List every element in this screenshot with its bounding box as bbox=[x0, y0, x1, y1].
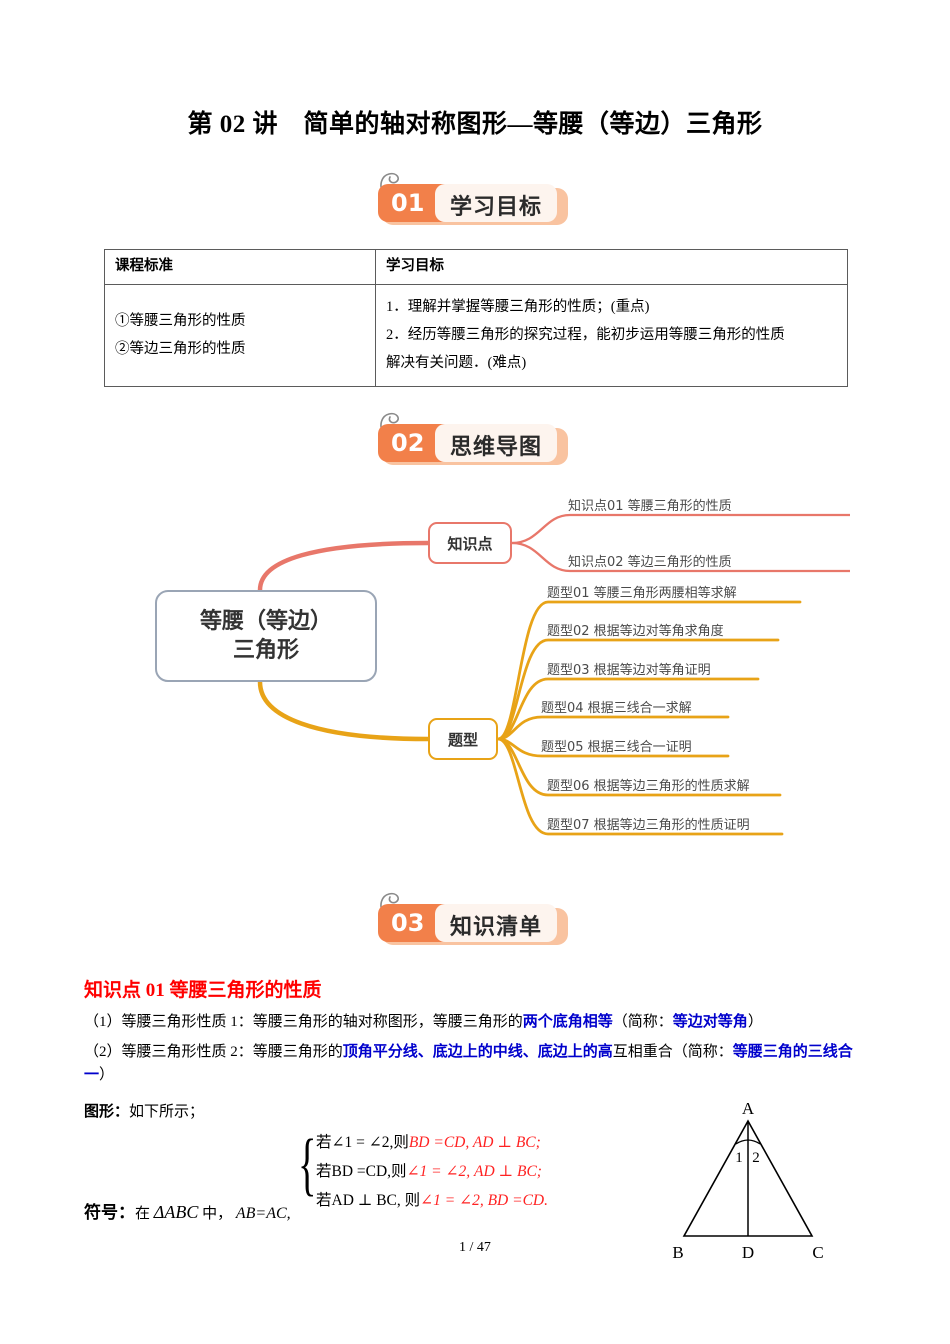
symbol-label-line: 符号：在 ΔABC 中， AB=AC, bbox=[84, 1199, 291, 1227]
label-vertex-a: A bbox=[742, 1099, 755, 1118]
section-badge-02: 02 思维导图 bbox=[378, 412, 572, 465]
central-label-line1: 等腰（等边） bbox=[199, 608, 332, 634]
badge-inner-pill bbox=[435, 904, 557, 942]
symbol-triangle: ΔABC bbox=[153, 1202, 199, 1222]
badge-inner-pill bbox=[435, 424, 557, 462]
formula-condition: 若∠1 = ∠2,则 bbox=[316, 1134, 409, 1151]
goal-line: 1．理解并掌握等腰三角形的性质；(重点) bbox=[386, 298, 650, 315]
formula-rows: 若∠1 = ∠2,则BD =CD, AD ⊥ BC; 若BD =CD,则∠1 =… bbox=[316, 1128, 548, 1215]
section-label: 学习目标 bbox=[449, 195, 542, 220]
formula-row: 若BD =CD,则∠1 = ∠2, AD ⊥ BC; bbox=[316, 1157, 548, 1186]
learning-goals-table: 课程标准 学习目标 ①等腰三角形的性质 ②等边三角形的性质 1．理解并掌握等腰三… bbox=[104, 249, 848, 387]
central-label-line2: 三角形 bbox=[232, 638, 299, 663]
property2-middle: 互相重合（简称： bbox=[612, 1044, 733, 1060]
formula-result: ∠1 = ∠2, AD ⊥ BC; bbox=[406, 1163, 542, 1180]
symbol-label: 符号： bbox=[84, 1203, 135, 1222]
formula-condition: 若BD =CD,则 bbox=[316, 1163, 407, 1180]
knowledge-property-1: （1）等腰三角形性质 1：等腰三角形的轴对称图形，等腰三角形的两个底角相等（简称… bbox=[84, 1011, 874, 1034]
mindmap-leaf: 题型03 根据等边对等角证明 bbox=[547, 663, 711, 678]
section-number: 02 bbox=[391, 429, 425, 457]
property1-highlight-1: 两个底角相等 bbox=[522, 1014, 613, 1030]
symbol-text-a: 在 bbox=[135, 1206, 151, 1222]
mindmap-leaf: 题型04 根据三线合一求解 bbox=[541, 701, 692, 716]
property2-prefix: （2）等腰三角形性质 2：等腰三角形的 bbox=[84, 1044, 343, 1060]
property1-highlight-2: 等边对等角 bbox=[672, 1014, 748, 1030]
section-label: 知识清单 bbox=[449, 915, 542, 940]
mindmap: 等腰（等边） 三角形 知识点 题型 知识点01 等腰三角形的性质 知识点02 等… bbox=[110, 485, 850, 880]
label-angle-1: 1 bbox=[735, 1150, 743, 1166]
table-header-standard: 课程标准 bbox=[104, 249, 376, 285]
mindmap-branch-problem-types: 题型 bbox=[428, 718, 498, 760]
mindmap-leaf: 题型05 根据三线合一证明 bbox=[541, 740, 692, 755]
mindmap-central-node: 等腰（等边） 三角形 bbox=[155, 590, 377, 682]
property1-suffix: ） bbox=[747, 1014, 763, 1030]
label-vertex-b: B bbox=[672, 1243, 683, 1262]
figure-label: 图形： bbox=[84, 1104, 130, 1120]
goal-line: 解决有关问题．(难点) bbox=[386, 355, 527, 372]
standard-line: ②等边三角形的性质 bbox=[115, 341, 246, 358]
page-title: 第 02 讲 简单的轴对称图形—等腰（等边）三角形 bbox=[187, 111, 763, 138]
knowledge-heading: 知识点 01 等腰三角形的性质 bbox=[84, 980, 322, 1001]
section-label: 思维导图 bbox=[449, 435, 542, 460]
table-header-goal: 学习目标 bbox=[375, 249, 848, 285]
goal-line: 2．经历等腰三角形的探究过程，能初步运用等腰三角形的性质 bbox=[386, 327, 785, 344]
mindmap-branch-knowledge: 知识点 bbox=[428, 522, 512, 564]
section-number: 03 bbox=[391, 909, 425, 937]
badge-inner-pill bbox=[435, 184, 557, 222]
symbol-text-b: 中， bbox=[202, 1206, 233, 1222]
label-vertex-c: C bbox=[812, 1243, 823, 1262]
mindmap-leaf: 题型01 等腰三角形两腰相等求解 bbox=[547, 586, 737, 601]
formula-result: BD =CD, AD ⊥ BC; bbox=[408, 1134, 541, 1151]
page-footer: 1 / 47 bbox=[459, 1240, 491, 1255]
triangle-diagram: A B D C 1 2 bbox=[672, 1099, 823, 1262]
knowledge-property-2: （2）等腰三角形性质 2：等腰三角形的顶角平分线、底边上的中线、底边上的高互相重… bbox=[84, 1041, 874, 1088]
mindmap-leaf: 题型06 根据等边三角形的性质求解 bbox=[547, 779, 750, 794]
property1-prefix: （1）等腰三角形性质 1：等腰三角形的轴对称图形，等腰三角形的 bbox=[84, 1014, 523, 1030]
table-cell-standard: ①等腰三角形的性质 ②等边三角形的性质 bbox=[104, 283, 376, 387]
mindmap-leaf: 知识点01 等腰三角形的性质 bbox=[568, 499, 732, 514]
figure-text: 如下所示； bbox=[129, 1104, 205, 1120]
section-badge-03: 03 知识清单 bbox=[378, 892, 572, 945]
property2-suffix: ） bbox=[99, 1067, 115, 1084]
section-badge-01: 01 学习目标 bbox=[378, 172, 572, 225]
table-row: ①等腰三角形的性质 ②等边三角形的性质 1．理解并掌握等腰三角形的性质；(重点)… bbox=[104, 283, 848, 387]
mindmap-connectors bbox=[257, 513, 850, 836]
label-vertex-d: D bbox=[742, 1243, 754, 1262]
mindmap-leaf: 题型02 根据等边对等角求角度 bbox=[547, 624, 724, 639]
formula-condition: 若AD ⊥ BC, 则 bbox=[316, 1192, 421, 1209]
formula-brace: { bbox=[298, 1126, 317, 1203]
property1-middle: （简称： bbox=[612, 1014, 673, 1030]
formula-result: ∠1 = ∠2, BD =CD. bbox=[420, 1192, 548, 1209]
formula-row: 若∠1 = ∠2,则BD =CD, AD ⊥ BC; bbox=[316, 1128, 548, 1157]
table-cell-goal: 1．理解并掌握等腰三角形的性质；(重点) 2．经历等腰三角形的探究过程，能初步运… bbox=[375, 283, 848, 387]
section-number: 01 bbox=[391, 189, 425, 217]
property2-highlight-1: 顶角平分线、底边上的中线、底边上的高 bbox=[342, 1044, 613, 1060]
mindmap-leaf: 题型07 根据等边三角形的性质证明 bbox=[547, 818, 750, 833]
property2-highlight-2: 等腰三角的三线合一 bbox=[84, 1044, 853, 1084]
formula-row: 若AD ⊥ BC, 则∠1 = ∠2, BD =CD. bbox=[316, 1186, 548, 1215]
mindmap-leaf: 知识点02 等边三角形的性质 bbox=[568, 555, 732, 570]
figure-label-line: 图形：如下所示； bbox=[84, 1101, 204, 1124]
standard-line: ①等腰三角形的性质 bbox=[115, 312, 246, 329]
table-header-row: 课程标准 学习目标 bbox=[104, 249, 848, 285]
label-angle-2: 2 bbox=[752, 1150, 760, 1166]
symbol-equation: AB=AC, bbox=[235, 1205, 291, 1222]
